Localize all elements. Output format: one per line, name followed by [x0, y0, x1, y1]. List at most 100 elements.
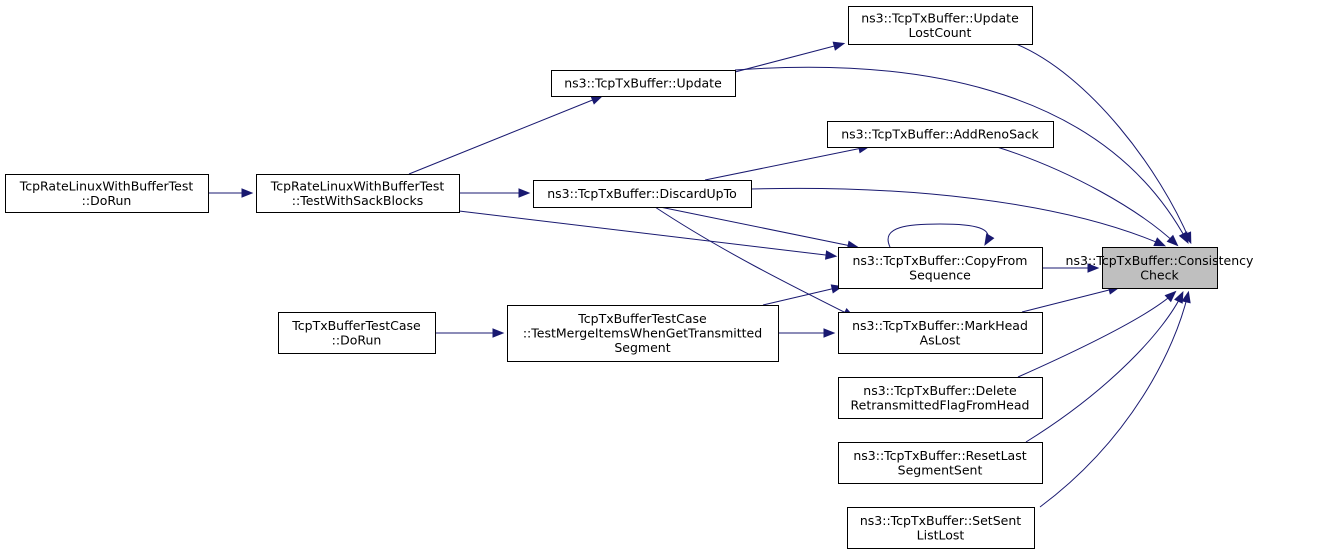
- node-update-label-0: ns3::TcpTxBuffer::Update: [564, 76, 722, 91]
- node-discard[interactable]: ns3::TcpTxBuffer::DiscardUpTo: [533, 180, 752, 208]
- edge-discard-to-markhead: [654, 206, 855, 318]
- edge-line: [1017, 292, 1175, 378]
- edge-line: [458, 210, 835, 257]
- node-linuxsack-label-0: TcpRateLinuxWithBufferTest: [270, 178, 445, 193]
- arrowhead-icon: [518, 188, 531, 198]
- node-deleteretx-box: [838, 377, 1043, 419]
- arrowhead-icon: [590, 95, 604, 105]
- edge-resetlast-to-consistency: [1025, 290, 1184, 443]
- node-txcasemerge-box: [507, 305, 779, 362]
- edge-linuxsack-to-copyfrom: [458, 210, 838, 260]
- edge-line: [762, 286, 841, 306]
- edge-discard-to-addreno: [704, 144, 871, 181]
- edge-setsent-to-consistency: [1039, 290, 1191, 508]
- edges-layer: [208, 41, 1192, 508]
- edge-txcasedorun-to-txcasemerge: [435, 328, 505, 338]
- node-updatelost-box: [848, 6, 1033, 45]
- node-txcasedorun-label-0: TcpTxBufferTestCase: [291, 318, 421, 333]
- node-setsent-box: [847, 507, 1035, 549]
- node-discard-box: [533, 180, 752, 208]
- node-txcasedorun-label-1: ::DoRun: [332, 332, 382, 347]
- node-update[interactable]: ns3::TcpTxBuffer::Update: [551, 70, 736, 97]
- edge-txcasemerge-to-markhead: [778, 328, 836, 338]
- arrowhead-icon: [984, 233, 995, 246]
- node-copyfrom-box: [838, 247, 1043, 289]
- node-resetlast-label-1: SegmentSent: [898, 462, 983, 477]
- node-deleteretx-label-1: RetransmittedFlagFromHead: [851, 397, 1030, 412]
- node-consistency-box: [1102, 247, 1218, 289]
- node-resetlast-box: [838, 442, 1043, 484]
- edge-deleteretx-to-consistency: [1017, 290, 1177, 378]
- node-txcasemerge[interactable]: TcpTxBufferTestCase::TestMergeItemsWhenG…: [507, 305, 779, 362]
- node-linuxsack-label-1: ::TestWithSackBlocks: [292, 193, 423, 208]
- node-updatelost-label-0: ns3::TcpTxBuffer::Update: [861, 10, 1019, 25]
- node-markhead-label-1: AsLost: [920, 332, 961, 347]
- edge-line: [734, 66, 1188, 242]
- node-linuxdorun-label-0: TcpRateLinuxWithBufferTest: [19, 178, 194, 193]
- node-txcasemerge-label-0: TcpTxBufferTestCase: [577, 311, 707, 326]
- edge-update-to-consistency: [734, 66, 1189, 244]
- node-resetlast-label-0: ns3::TcpTxBuffer::ResetLast: [853, 448, 1026, 463]
- node-setsent-label-0: ns3::TcpTxBuffer::SetSent: [860, 513, 1021, 528]
- node-addreno-label-0: ns3::TcpTxBuffer::AddRenoSack: [841, 127, 1039, 142]
- node-txcasemerge-label-1: ::TestMergeItemsWhenGetTransmitted: [523, 326, 762, 341]
- node-consistency-label-0: ns3::TcpTxBuffer::Consistency: [1066, 253, 1254, 268]
- edge-markhead-to-consistency: [1021, 285, 1121, 313]
- arrowhead-icon: [1181, 290, 1191, 304]
- arrowhead-icon: [832, 41, 846, 51]
- edge-line: [734, 43, 843, 73]
- arrowhead-icon: [824, 250, 838, 260]
- arrowhead-icon: [1178, 231, 1189, 244]
- arrowhead-icon: [492, 328, 505, 338]
- edge-line: [1015, 43, 1191, 242]
- edge-linuxsack-to-discard: [459, 188, 531, 198]
- edge-update-to-updatelost: [734, 41, 846, 73]
- edge-addreno-to-consistency: [996, 146, 1179, 247]
- arrowhead-icon: [1166, 234, 1179, 247]
- edge-line: [1021, 287, 1118, 313]
- node-copyfrom-label-0: ns3::TcpTxBuffer::CopyFrom: [853, 253, 1028, 268]
- arrowhead-icon: [823, 328, 836, 338]
- node-txcasemerge-label-2: Segment: [614, 340, 670, 355]
- edge-discard-to-copyfrom: [659, 206, 860, 250]
- node-copyfrom-label-1: Sequence: [909, 267, 971, 282]
- arrowhead-icon: [241, 188, 254, 198]
- node-updatelost-label-1: LostCount: [909, 25, 972, 40]
- node-deleteretx-label-0: ns3::TcpTxBuffer::Delete: [863, 383, 1017, 398]
- edge-line: [704, 146, 868, 181]
- node-consistency-label-1: Check: [1140, 267, 1179, 282]
- edge-line: [1039, 293, 1189, 508]
- node-update-box: [551, 70, 736, 97]
- edge-line: [654, 206, 853, 317]
- node-discard-label-0: ns3::TcpTxBuffer::DiscardUpTo: [547, 186, 737, 201]
- arrowhead-icon: [1164, 290, 1177, 303]
- arrowhead-icon: [1153, 237, 1167, 247]
- nodes-layer: ns3::TcpTxBuffer::ConsistencyCheckns3::T…: [5, 6, 1254, 549]
- node-addreno[interactable]: ns3::TcpTxBuffer::AddRenoSack: [827, 121, 1054, 148]
- arrowhead-icon: [1087, 263, 1100, 273]
- node-txcasedorun-box: [278, 312, 436, 354]
- edge-line: [1025, 293, 1183, 443]
- edge-line: [408, 96, 601, 175]
- edge-linuxsack-to-update: [408, 95, 604, 175]
- node-linuxdorun[interactable]: TcpRateLinuxWithBufferTest::DoRun: [5, 174, 209, 213]
- node-txcasedorun[interactable]: TcpTxBufferTestCase::DoRun: [278, 312, 436, 354]
- node-addreno-box: [827, 121, 1054, 148]
- edge-line: [996, 146, 1177, 245]
- edge-line: [659, 206, 857, 248]
- edge-discard-to-consistency: [750, 187, 1167, 247]
- edge-linuxdorun-to-linuxsack: [208, 188, 254, 198]
- node-linuxdorun-box: [5, 174, 209, 213]
- edge-line: [887, 223, 989, 248]
- node-deleteretx[interactable]: ns3::TcpTxBuffer::DeleteRetransmittedFla…: [838, 377, 1043, 419]
- node-markhead-box: [838, 312, 1043, 354]
- arrowhead-icon: [1174, 290, 1184, 304]
- node-linuxsack[interactable]: TcpRateLinuxWithBufferTest::TestWithSack…: [256, 174, 460, 213]
